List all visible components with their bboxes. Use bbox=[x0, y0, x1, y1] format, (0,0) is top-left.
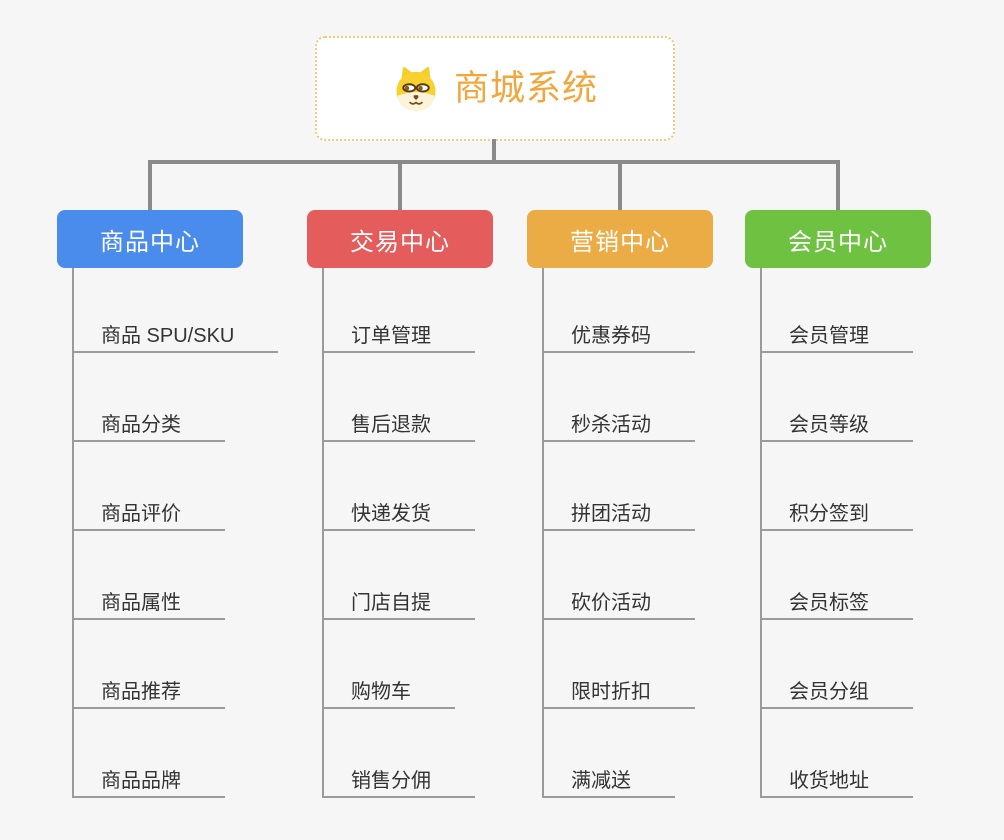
child-topic-label: 满减送 bbox=[571, 770, 631, 792]
child-topic-label: 商品推荐 bbox=[101, 681, 181, 703]
child-topic[interactable]: 会员管理 bbox=[762, 268, 913, 353]
connector-horizontal-bar bbox=[148, 160, 840, 164]
branch-node[interactable]: 会员中心 bbox=[745, 210, 931, 268]
branch: 商品中心 商品 SPU/SKU 商品分类 商品评价 商品属性 商品推荐 商品品牌 bbox=[57, 160, 279, 798]
child-topic[interactable]: 商品品牌 bbox=[74, 709, 225, 798]
child-topic[interactable]: 商品评价 bbox=[74, 442, 225, 531]
branch-node[interactable]: 交易中心 bbox=[307, 210, 493, 268]
child-topic[interactable]: 秒杀活动 bbox=[544, 353, 695, 442]
root-node[interactable]: 商城系统 bbox=[315, 36, 675, 141]
child-topic[interactable]: 门店自提 bbox=[324, 531, 475, 620]
child-topic-label: 购物车 bbox=[351, 681, 411, 703]
child-topic-label: 限时折扣 bbox=[571, 681, 651, 703]
child-topic[interactable]: 砍价活动 bbox=[544, 531, 695, 620]
child-topic-label: 商品属性 bbox=[101, 592, 181, 614]
child-topic-label: 积分签到 bbox=[789, 503, 869, 525]
connector-root-drop bbox=[492, 139, 496, 164]
branch-label: 商品中心 bbox=[100, 228, 200, 256]
branch: 交易中心 订单管理 售后退款 快递发货 门店自提 购物车 销售分佣 bbox=[307, 160, 493, 798]
branch-children: 订单管理 售后退款 快递发货 门店自提 购物车 销售分佣 bbox=[322, 268, 475, 798]
branch: 营销中心 优惠券码 秒杀活动 拼团活动 砍价活动 限时折扣 满减送 bbox=[527, 160, 713, 798]
child-topic[interactable]: 快递发货 bbox=[324, 442, 475, 531]
child-topic-label: 门店自提 bbox=[351, 592, 431, 614]
child-topic[interactable]: 商品推荐 bbox=[74, 620, 225, 709]
child-topic[interactable]: 会员分组 bbox=[762, 620, 913, 709]
child-topic[interactable]: 优惠券码 bbox=[544, 268, 695, 353]
shiba-dog-icon bbox=[392, 65, 440, 113]
child-topic-label: 优惠券码 bbox=[571, 325, 651, 347]
child-topic[interactable]: 售后退款 bbox=[324, 353, 475, 442]
root-title: 商城系统 bbox=[453, 69, 598, 108]
child-topic-label: 商品品牌 bbox=[101, 770, 181, 792]
branch-children: 商品 SPU/SKU 商品分类 商品评价 商品属性 商品推荐 商品品牌 bbox=[72, 268, 279, 798]
branch: 会员中心 会员管理 会员等级 积分签到 会员标签 会员分组 收货地址 bbox=[745, 160, 931, 798]
connector-branch-drop bbox=[618, 160, 622, 210]
connector-branch-drop bbox=[836, 160, 840, 210]
branch-node[interactable]: 商品中心 bbox=[57, 210, 243, 268]
child-topic[interactable]: 会员标签 bbox=[762, 531, 913, 620]
child-topic-label: 秒杀活动 bbox=[571, 414, 651, 436]
connector-branch-drop bbox=[148, 160, 152, 210]
child-topic[interactable]: 拼团活动 bbox=[544, 442, 695, 531]
child-topic[interactable]: 会员等级 bbox=[762, 353, 913, 442]
child-topic-label: 砍价活动 bbox=[571, 592, 651, 614]
child-topic[interactable]: 限时折扣 bbox=[544, 620, 695, 709]
child-topic-label: 收货地址 bbox=[789, 770, 869, 792]
child-topic-label: 商品评价 bbox=[101, 503, 181, 525]
child-topic-label: 销售分佣 bbox=[351, 770, 431, 792]
branch-label: 营销中心 bbox=[570, 228, 670, 256]
child-topic-label: 会员标签 bbox=[789, 592, 869, 614]
child-topic-label: 订单管理 bbox=[351, 325, 431, 347]
child-topic-label: 售后退款 bbox=[351, 414, 431, 436]
child-topic[interactable]: 商品 SPU/SKU bbox=[74, 268, 279, 353]
child-topic-label: 商品分类 bbox=[101, 414, 181, 436]
child-topic-label: 拼团活动 bbox=[571, 503, 651, 525]
branch-label: 会员中心 bbox=[788, 228, 888, 256]
child-topic-label: 快递发货 bbox=[351, 503, 431, 525]
branch-node[interactable]: 营销中心 bbox=[527, 210, 713, 268]
child-topic-label: 会员等级 bbox=[789, 414, 869, 436]
child-topic[interactable]: 商品属性 bbox=[74, 531, 225, 620]
child-topic-label: 会员分组 bbox=[789, 681, 869, 703]
child-topic[interactable]: 积分签到 bbox=[762, 442, 913, 531]
child-topic[interactable]: 购物车 bbox=[324, 620, 455, 709]
branch-children: 会员管理 会员等级 积分签到 会员标签 会员分组 收货地址 bbox=[760, 268, 913, 798]
child-topic[interactable]: 收货地址 bbox=[762, 709, 913, 798]
connector-branch-drop bbox=[398, 160, 402, 210]
child-topic[interactable]: 订单管理 bbox=[324, 268, 475, 353]
child-topic[interactable]: 商品分类 bbox=[74, 353, 225, 442]
branch-children: 优惠券码 秒杀活动 拼团活动 砍价活动 限时折扣 满减送 bbox=[542, 268, 695, 798]
child-topic-label: 商品 SPU/SKU bbox=[101, 325, 235, 347]
branch-label: 交易中心 bbox=[350, 228, 450, 256]
child-topic[interactable]: 满减送 bbox=[544, 709, 675, 798]
child-topic[interactable]: 销售分佣 bbox=[324, 709, 475, 798]
child-topic-label: 会员管理 bbox=[789, 325, 869, 347]
